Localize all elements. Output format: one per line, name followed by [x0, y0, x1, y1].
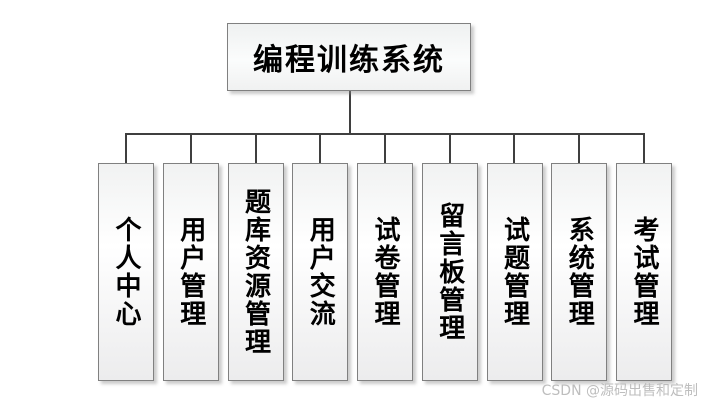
child-node-label: 考试管理: [629, 216, 659, 328]
child-node-user-management: 用户管理: [162, 163, 219, 381]
child-node-system-management: 系统管理: [551, 163, 608, 381]
child-node-exam-paper-management: 试卷管理: [357, 163, 413, 381]
child-node-label: 用户交流: [305, 216, 336, 328]
child-node-exam-management: 考试管理: [616, 163, 672, 381]
child-node-label: 用户管理: [175, 216, 206, 328]
child-node-user-communication: 用户交流: [292, 163, 349, 381]
root-node-label: 编程训练系统: [253, 43, 445, 78]
child-node-message-board-management: 留言板管理: [421, 163, 478, 381]
child-node-label: 试卷管理: [370, 216, 400, 328]
child-node-personal-center: 个人中心: [98, 163, 154, 381]
child-node-label: 系统管理: [564, 216, 595, 328]
child-node-label: 个人中心: [111, 216, 141, 328]
child-node-label: 留言板管理: [434, 202, 465, 342]
child-node-label: 试题管理: [499, 216, 530, 328]
child-node-label: 题库资源管理: [240, 188, 271, 356]
child-node-question-bank-resource-management: 题库资源管理: [227, 163, 284, 381]
root-node: 编程训练系统: [227, 23, 471, 91]
children-row: 个人中心 用户管理 题库资源管理 用户交流 试卷管理 留言板管理 试题管理 系统…: [98, 163, 672, 381]
child-node-test-question-management: 试题管理: [486, 163, 543, 381]
